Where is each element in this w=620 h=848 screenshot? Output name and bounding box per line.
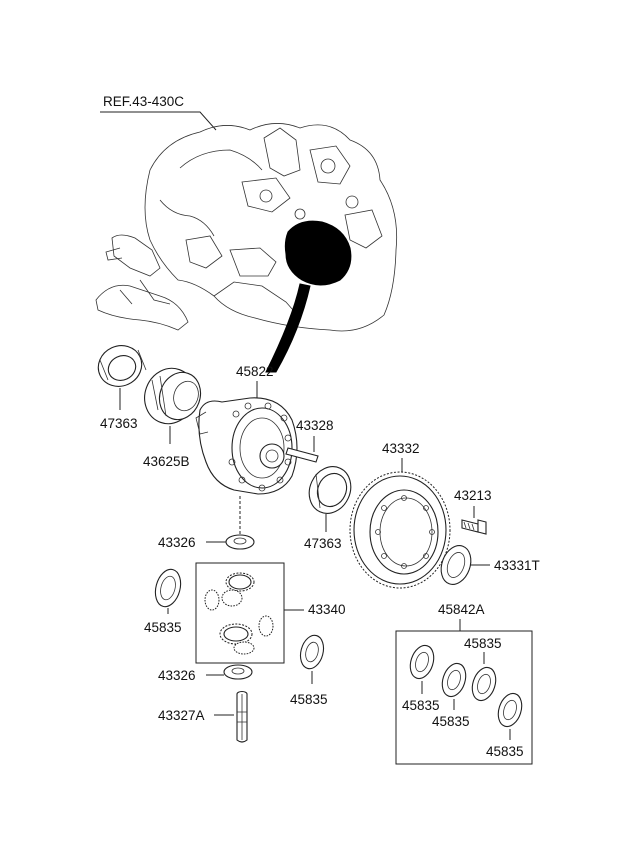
label-43332: 43332 (382, 441, 420, 456)
shaft-icon (236, 690, 248, 743)
washer-icon (440, 545, 472, 585)
washer-icon (223, 664, 253, 680)
bolt-icon (461, 519, 487, 535)
washer-icon (441, 662, 467, 698)
gear-set-box (195, 562, 285, 664)
transmission-housing-icon (95, 123, 397, 373)
washer-icon (409, 644, 435, 680)
washer-icon (299, 634, 325, 670)
label-47363-a: 47363 (100, 416, 138, 431)
label-45835-b: 45835 (290, 692, 328, 707)
label-43326-a: 43326 (158, 535, 196, 550)
ref-label: REF.43-430C (103, 94, 184, 109)
ring-gear-icon (349, 471, 451, 589)
bearing-icon (308, 466, 352, 514)
bearing-icon (97, 345, 147, 387)
label-43213: 43213 (454, 488, 492, 503)
label-43340: 43340 (308, 602, 346, 617)
label-kit-45835-4: 45835 (486, 744, 524, 759)
label-kit-45835-1: 45835 (402, 698, 440, 713)
differential-case-icon (195, 397, 298, 495)
washer-icon (497, 692, 523, 728)
washer-kit-box (395, 630, 533, 765)
label-45842a: 45842A (438, 602, 485, 617)
label-43326-b: 43326 (158, 668, 196, 683)
label-43328: 43328 (296, 418, 334, 433)
pinion-gear-icon (204, 572, 274, 655)
label-43625b: 43625B (143, 454, 190, 469)
bearing-icon (144, 367, 202, 425)
ref-leader (100, 111, 217, 131)
washer-icon (225, 534, 255, 550)
label-kit-45835-2: 45835 (432, 714, 470, 729)
washer-icon (471, 666, 497, 702)
label-45835-a: 45835 (144, 620, 182, 635)
label-47363-b: 47363 (304, 536, 342, 551)
pin-icon (285, 447, 319, 463)
label-kit-45835-3: 45835 (464, 636, 502, 651)
washer-icon (154, 568, 182, 608)
label-45822: 45822 (236, 364, 274, 379)
label-43331t: 43331T (494, 558, 540, 573)
label-43327a: 43327A (158, 708, 205, 723)
